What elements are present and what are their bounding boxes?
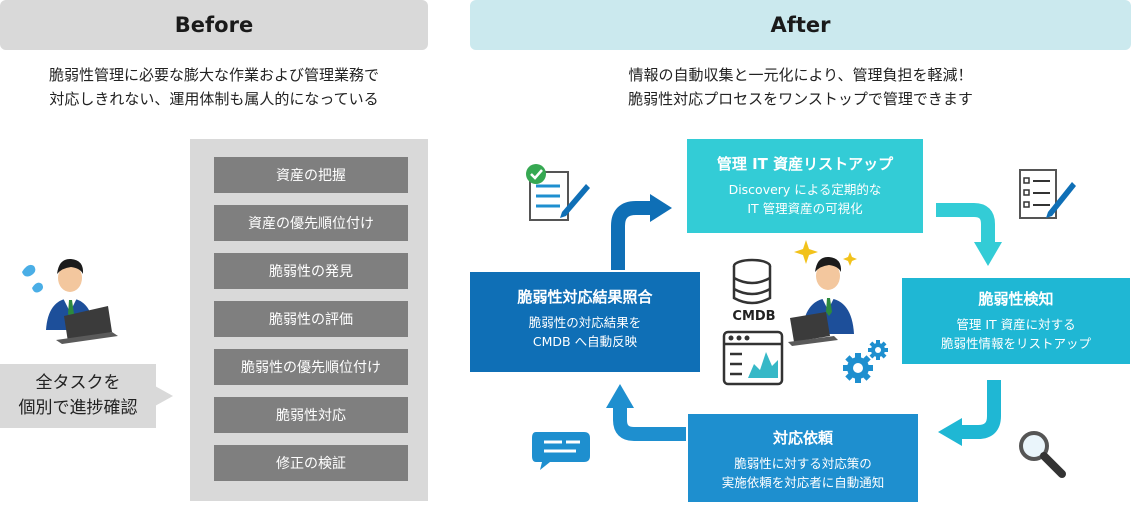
cycle-arrow-left-up <box>606 384 686 441</box>
task-list-panel: 資産の把握 資産の優先順位付け 脆弱性の発見 脆弱性の評価 脆弱性の優先順位付け… <box>190 139 428 501</box>
task-item: 脆弱性の評価 <box>214 301 408 337</box>
progress-callout: 全タスクを 個別で進捗確認 <box>0 364 176 428</box>
step-title: 脆弱性対応結果照合 <box>517 288 653 306</box>
task-item: 脆弱性対応 <box>214 397 408 433</box>
step-asset-listing: 管理 IT 資産リストアップ Discovery による定期的な IT 管理資産… <box>687 139 923 233</box>
dashboard-window-icon <box>722 330 784 386</box>
step-desc-line1: 脆弱性に対する対応策の <box>734 456 872 471</box>
database-icon <box>732 258 772 305</box>
after-description: 情報の自動収集と一元化により、管理負担を軽減！ 脆弱性対応プロセスをワンストップ… <box>470 63 1131 111</box>
callout-line2: 個別で進捗確認 <box>18 398 138 418</box>
person-confident-icon <box>788 240 857 346</box>
after-description-line2: 脆弱性対応プロセスをワンストップで管理できます <box>628 90 973 108</box>
task-item: 脆弱性の優先順位付け <box>214 349 408 385</box>
chat-bubble-icon <box>532 432 590 470</box>
sparkle-icon <box>794 240 857 266</box>
after-description-line1: 情報の自動収集と一元化により、管理負担を軽減！ <box>628 66 973 84</box>
laptop-icon <box>56 306 118 344</box>
cmdb-label: CMDB <box>732 309 776 324</box>
task-item: 資産の優先順位付け <box>214 205 408 241</box>
gears-icon <box>843 340 888 383</box>
cycle-arrow-right-down <box>936 203 1002 266</box>
step-title: 管理 IT 資産リストアップ <box>716 155 894 173</box>
step-result-reconciliation: 脆弱性対応結果照合 脆弱性の対応結果を CMDB へ自動反映 <box>470 272 700 372</box>
cycle-arrow-up-right <box>611 194 672 270</box>
sweat-drops-icon <box>22 264 43 293</box>
cycle-arrow-down-left <box>938 380 1001 446</box>
callout-line1: 全タスクを <box>35 373 121 393</box>
checklist-done-icon <box>526 164 590 221</box>
step-desc-line1: Discovery による定期的な <box>728 182 882 197</box>
step-title: 対応依頼 <box>772 429 833 447</box>
step-desc-line2: 実施依頼を対応者に自動通知 <box>721 475 885 490</box>
task-item: 資産の把握 <box>214 157 408 193</box>
step-desc-line1: 管理 IT 資産に対する <box>956 317 1076 332</box>
step-desc-line1: 脆弱性の対応結果を <box>528 315 642 330</box>
step-vuln-detection: 脆弱性検知 管理 IT 資産に対する 脆弱性情報をリストアップ <box>902 278 1130 364</box>
before-description: 脆弱性管理に必要な膨大な作業および管理業務で 対応しきれない、運用体制も属人的に… <box>0 63 428 111</box>
person-worried-icon <box>22 258 118 344</box>
before-header: Before <box>0 0 428 50</box>
before-description-line1: 脆弱性管理に必要な膨大な作業および管理業務で <box>48 66 379 84</box>
step-title: 脆弱性検知 <box>978 290 1054 308</box>
task-item: 脆弱性の発見 <box>214 253 408 289</box>
magnifier-icon <box>1019 431 1066 478</box>
step-desc-line2: 脆弱性情報をリストアップ <box>940 336 1091 351</box>
after-header: After <box>470 0 1131 50</box>
step-response-request: 対応依頼 脆弱性に対する対応策の 実施依頼を対応者に自動通知 <box>688 414 918 502</box>
before-description-line2: 対応しきれない、運用体制も属人的になっている <box>49 90 379 108</box>
checklist-icon <box>1019 169 1076 219</box>
step-desc-line2: CMDB へ自動反映 <box>532 334 638 349</box>
step-desc-line2: IT 管理資産の可視化 <box>747 201 863 216</box>
task-item: 修正の検証 <box>214 445 408 481</box>
